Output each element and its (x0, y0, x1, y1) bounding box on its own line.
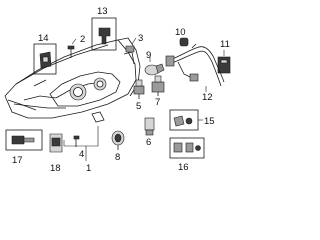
callout-label-13: 13 (97, 6, 108, 17)
callout-label-9: 9 (146, 50, 151, 61)
callout-label-17: 17 (12, 155, 23, 166)
callout-label-14: 14 (38, 33, 49, 44)
callout-label-18: 18 (50, 163, 61, 174)
part-9-cover[interactable]: 9 (144, 50, 165, 76)
callout-label-15: 15 (204, 116, 215, 127)
part-4-screw[interactable]: 4 (73, 135, 84, 160)
part-15[interactable]: 15 (169, 109, 215, 131)
callout-label-1: 1 (86, 163, 91, 174)
part-6-bulb[interactable]: 6 (144, 117, 155, 148)
headlamp-assembly[interactable] (4, 37, 141, 123)
headlamp-parts-diagram: 1 14 2 13 3 10 11 (4, 6, 231, 174)
part-7-bulb[interactable]: 7 (151, 75, 165, 108)
part-18[interactable]: 18 (49, 133, 63, 174)
part-2-screw[interactable]: 2 (67, 34, 85, 58)
callout-label-5: 5 (136, 101, 141, 112)
part-3[interactable]: 3 (125, 33, 143, 53)
part-14[interactable]: 14 (33, 33, 57, 75)
callout-label-2: 2 (80, 34, 85, 45)
callout-label-12: 12 (202, 92, 213, 103)
callout-label-10: 10 (175, 27, 186, 38)
part-13[interactable]: 13 (91, 6, 117, 51)
callout-label-4: 4 (79, 149, 84, 160)
callout-label-3: 3 (138, 33, 143, 44)
callout-label-8: 8 (115, 152, 120, 163)
part-10[interactable]: 10 (175, 27, 189, 47)
callout-label-16: 16 (178, 162, 189, 173)
callout-1-group: 1 (63, 126, 99, 174)
part-17[interactable]: 17 (5, 129, 43, 166)
part-11[interactable]: 11 (217, 39, 231, 74)
callout-label-6: 6 (146, 137, 151, 148)
callout-label-7: 7 (155, 97, 160, 108)
part-8-socket[interactable]: 8 (111, 130, 125, 163)
part-12-harness[interactable]: 12 (165, 43, 225, 103)
part-16[interactable]: 16 (169, 137, 205, 173)
callout-label-11: 11 (220, 39, 230, 50)
part-5-bulb[interactable]: 5 (133, 79, 145, 112)
